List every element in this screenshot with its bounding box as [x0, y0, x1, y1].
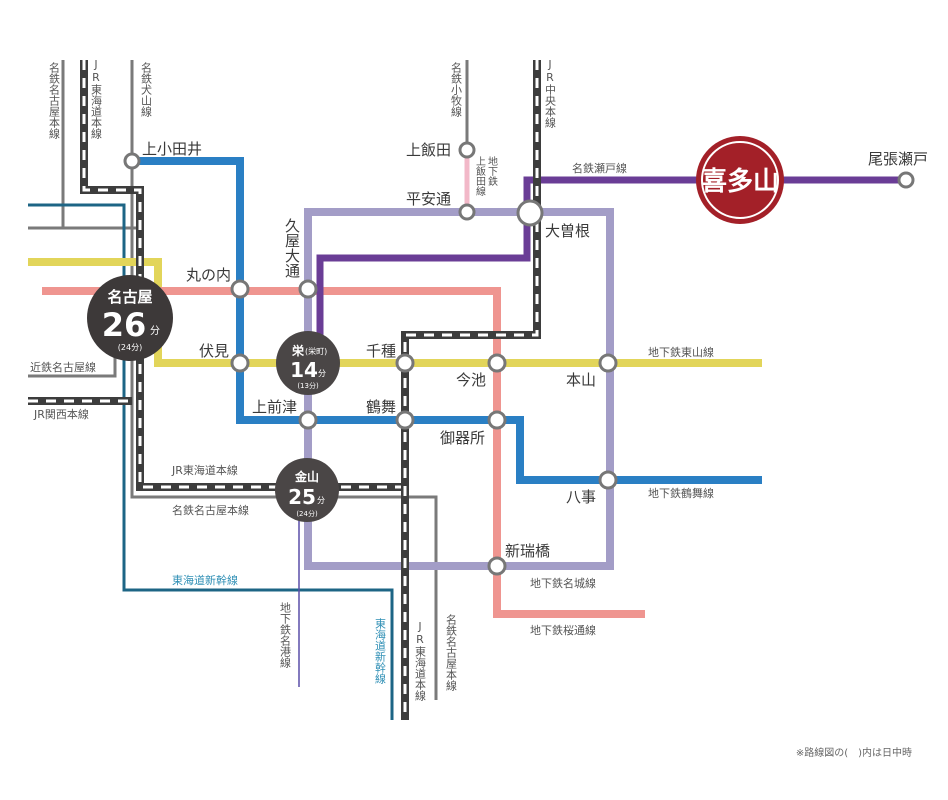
hub-kitayama[interactable]: 喜多山 [696, 136, 784, 224]
station-marunouchi[interactable] [230, 279, 250, 299]
hub-kanayama-unit: 分 [317, 496, 325, 505]
label-shinkansen-v: 東海道新幹線 [374, 618, 387, 684]
hub-kanayama-name: 金山 [294, 469, 319, 484]
station-yagoto[interactable] [598, 470, 618, 490]
station-tsurumai[interactable] [395, 410, 415, 430]
sakuradori-line [42, 287, 645, 618]
station-kamiotai[interactable] [123, 152, 141, 170]
hub-nagoya-minutes: 26 [102, 306, 147, 344]
hub-nagoya-circle [87, 275, 173, 361]
station-labels: 上小田井 上飯田 平安通 大曽根 尾張瀬戸 丸の内 久屋大通 伏見 千種 今池 … [142, 140, 928, 560]
kitayama-circle [696, 136, 784, 224]
label-jr-kansai: JR関西本線 [33, 407, 89, 421]
label-higashiyama: 地下鉄東山線 [648, 345, 714, 359]
hub-kanayama-circle [275, 458, 339, 522]
hub-sakae-circle [276, 331, 340, 395]
jr-tokaido-dash [82, 60, 405, 489]
label-sakuradori: 地下鉄桜通線 [530, 623, 596, 637]
hub-sakae-unit: 分 [318, 369, 326, 378]
label-jr-tokaido-top: JR東海道本線 [90, 58, 103, 139]
station-imaike[interactable] [487, 353, 507, 373]
jr-lines [28, 60, 541, 720]
label-hisayaodori: 久屋大通 [283, 218, 301, 278]
hub-sakae-alt: (栄町) [305, 346, 327, 356]
label-jr-tokaido-bottom: JR東海道本線 [414, 620, 427, 701]
label-meitetsu-inuyama: 名鉄犬山線 [140, 61, 153, 117]
station-chikusa[interactable] [395, 353, 415, 373]
label-tsurumai: 地下鉄鶴舞線 [648, 486, 714, 500]
hub-kanayama-daytime: (24分) [296, 509, 318, 518]
stations [123, 141, 915, 576]
hub-nagoya-name: 名古屋 [107, 288, 152, 306]
label-chikusa: 千種 [366, 342, 396, 360]
label-kamimaezu: 上前津 [252, 398, 297, 416]
station-kamimaezu[interactable] [298, 410, 318, 430]
label-heiandori: 平安通 [406, 190, 451, 208]
line-labels: 名鉄名古屋本線 JR東海道本線 名鉄犬山線 名鉄小牧線 上飯田線 地下鉄 JR中… [30, 58, 714, 701]
label-meitetsu-nagoya-top: 名鉄名古屋本線 [48, 61, 61, 139]
jr-chuo-dash [403, 60, 539, 720]
hub-nagoya[interactable]: 名古屋 26 分 (24分) [87, 275, 173, 361]
shinkansen-line [28, 203, 394, 720]
label-shinkansen-h: 東海道新幹線 [172, 573, 238, 587]
kitayama-name: 喜多山 [701, 167, 779, 197]
station-motoyama[interactable] [598, 353, 618, 373]
kitayama-ring [701, 141, 779, 219]
label-owariseto: 尾張瀬戸 [868, 150, 928, 168]
label-yagoto: 八事 [566, 488, 596, 506]
label-tsurumai: 鶴舞 [366, 398, 396, 416]
label-kamiotai: 上小田井 [142, 140, 202, 158]
meijo-line [304, 208, 614, 570]
hub-sakae-name: 栄 [291, 343, 305, 358]
label-kamiiida: 上飯田 [406, 141, 451, 159]
footnote: ※路線図の( )内は日中時 [796, 746, 912, 759]
label-imaike: 今池 [456, 371, 486, 389]
label-meitetsu-seto: 名鉄瀬戸線 [572, 161, 627, 175]
label-fushimi: 伏見 [199, 342, 229, 360]
station-owariseto[interactable] [897, 171, 915, 189]
label-gokiso: 御器所 [440, 429, 485, 447]
hub-kanayama[interactable]: 金山 25 分 (24分) [275, 458, 339, 522]
station-heiandori[interactable] [458, 203, 476, 221]
hub-kanayama-minutes: 25 [288, 485, 316, 509]
label-marunouchi: 丸の内 [186, 266, 231, 284]
label-kamiiida-prefix: 地下鉄 [486, 155, 498, 187]
hub-nagoya-unit: 分 [150, 325, 160, 337]
station-fushimi[interactable] [230, 353, 250, 373]
station-hisayaodori[interactable] [298, 279, 318, 299]
label-kamiiida-line: 上飯田線 [474, 156, 486, 196]
label-meitetsu-komaki: 名鉄小牧線 [450, 61, 463, 117]
hub-sakae-daytime: (13分) [297, 381, 319, 390]
station-ozone[interactable] [516, 199, 544, 227]
label-ozone: 大曽根 [545, 222, 590, 240]
label-meitetsu-nagoya-bottom: 名鉄名古屋本線 [445, 613, 458, 691]
label-aratamabashi: 新瑞橋 [505, 542, 550, 560]
station-aratamabashi[interactable] [487, 556, 507, 576]
hub-nagoya-daytime: (24分) [118, 343, 142, 352]
label-meijo: 地下鉄名城線 [530, 576, 596, 590]
hub-sakae-minutes: 14 [290, 358, 318, 382]
hub-sakae[interactable]: 栄 (栄町) 14 分 (13分) [276, 331, 340, 395]
station-gokiso[interactable] [487, 410, 507, 430]
label-jr-tokaido-mid: JR東海道本線 [171, 463, 238, 477]
tsurumai-line [132, 157, 762, 484]
label-kintetsu: 近鉄名古屋線 [30, 360, 96, 374]
label-meitetsu-nagoya-mid: 名鉄名古屋本線 [172, 503, 249, 517]
label-jr-chuo: JR中央本線 [544, 58, 557, 128]
label-meiko: 地下鉄名港線 [279, 602, 292, 668]
station-kamiiida[interactable] [458, 141, 476, 159]
seto-line [316, 176, 905, 345]
label-motoyama: 本山 [566, 371, 596, 389]
